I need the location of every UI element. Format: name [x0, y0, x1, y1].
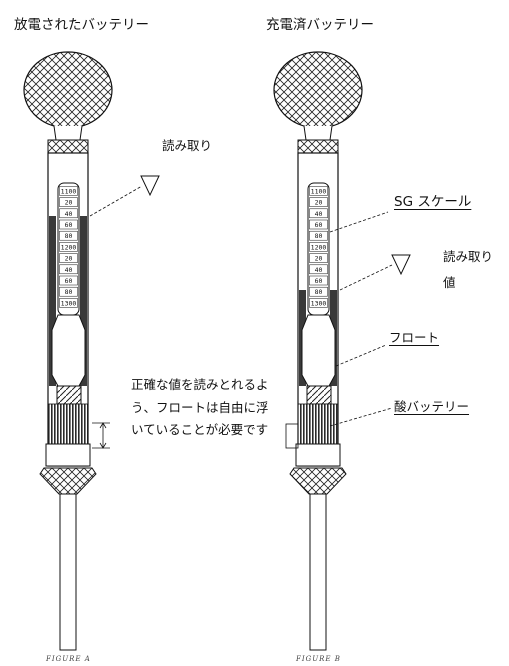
scale-tick-label: 60 [65, 221, 73, 229]
scale-tick-label: 20 [65, 199, 73, 207]
bottom-collar [45, 443, 91, 467]
scale-tick-box [309, 298, 328, 308]
scale-tick-label: 1100 [311, 187, 327, 195]
scale-tick-box [309, 242, 328, 252]
scale-tick-box [59, 208, 78, 219]
reading-marker [140, 175, 160, 197]
suction-tube [59, 493, 77, 651]
float-body [51, 314, 86, 387]
scale-tick-label: 1300 [61, 299, 77, 307]
suction-tube [309, 493, 327, 651]
scale-tick-box [309, 197, 328, 207]
acid-lower [47, 403, 89, 445]
sg-scale-left: 1100 20 40 60 80 1200 20 40 60 80 1300 [59, 186, 78, 308]
scale-tick-box [309, 286, 328, 297]
scale-tick-label: 20 [315, 255, 323, 263]
label-acid: 酸バッテリー [394, 399, 470, 414]
figure-caption-b: FIGURE B [296, 655, 341, 663]
scale-tick-label: 40 [315, 266, 323, 274]
scale-tick-box [59, 186, 78, 196]
scale-tick-box [309, 186, 328, 196]
discharged-hydrometer [23, 51, 160, 651]
scale-tick-box [309, 264, 328, 275]
scale-tick-label: 80 [315, 288, 323, 296]
scale-tick-label: 40 [65, 210, 73, 218]
scale-tick-box [309, 230, 328, 241]
bulb-neck [303, 125, 333, 141]
scale-tick-box [309, 219, 328, 230]
label-float: フロート [389, 330, 440, 345]
scale-tick-label: 1100 [61, 187, 77, 195]
scale-tick-box [59, 286, 78, 297]
title-charged: 充電済バッテリー [266, 17, 374, 33]
scale-tick-label: 40 [315, 210, 323, 218]
scale-tick-box [309, 253, 328, 263]
float-note: 正確な値を読みとれるよう、フロートは自由に浮いていることが必要です [131, 377, 269, 437]
float-weight [306, 385, 332, 405]
scale-tick-label: 20 [315, 199, 323, 207]
scale-tick-label: 1200 [61, 243, 77, 251]
scale-tick-box [59, 242, 78, 252]
scale-tick-box [59, 264, 78, 275]
float-weight [56, 385, 82, 405]
scale-tick-label: 80 [65, 232, 73, 240]
figure-caption-a: FIGURE A [46, 655, 91, 663]
title-discharged: 放電されたバッテリー [14, 17, 149, 33]
rubber-nozzle [289, 467, 347, 495]
label-reading: 読み取り [162, 138, 213, 153]
charged-hydrometer [273, 51, 411, 651]
rubber-bulb [273, 51, 363, 129]
scale-tick-box [309, 275, 328, 286]
scale-tick-box [59, 253, 78, 263]
scale-tick-box [309, 208, 328, 219]
scale-tick-box [59, 197, 78, 207]
scale-tick-label: 1200 [311, 243, 327, 251]
scale-tick-label: 40 [65, 266, 73, 274]
float-body [301, 314, 336, 387]
acid-lower [297, 403, 339, 445]
bottom-collar [295, 443, 341, 467]
bulb-neck [53, 125, 83, 141]
top-collar [47, 139, 89, 154]
scale-tick-label: 60 [65, 277, 73, 285]
scale-tick-box [59, 219, 78, 230]
liquid-left [49, 216, 56, 386]
label-sg-scale: SG スケール [394, 194, 472, 210]
scale-tick-label: 80 [315, 232, 323, 240]
scale-tick-box [59, 275, 78, 286]
scale-tick-box [59, 298, 78, 308]
sg-scale-right: 1100 20 40 60 80 1200 20 40 60 80 1300 [309, 186, 328, 308]
rubber-nozzle [39, 467, 97, 495]
scale-tick-label: 20 [65, 255, 73, 263]
top-collar [297, 139, 339, 154]
scale-tick-label: 1300 [311, 299, 327, 307]
scale-tick-label: 80 [65, 288, 73, 296]
scale-tick-label: 60 [315, 221, 323, 229]
scale-tick-box [59, 230, 78, 241]
liquid-right [80, 216, 87, 386]
label-reading-value-2: 値 [443, 275, 456, 290]
reading-marker [391, 254, 411, 276]
scale-tick-label: 60 [315, 277, 323, 285]
label-reading-value-1: 読み取り [443, 249, 494, 264]
rubber-bulb [23, 51, 113, 129]
